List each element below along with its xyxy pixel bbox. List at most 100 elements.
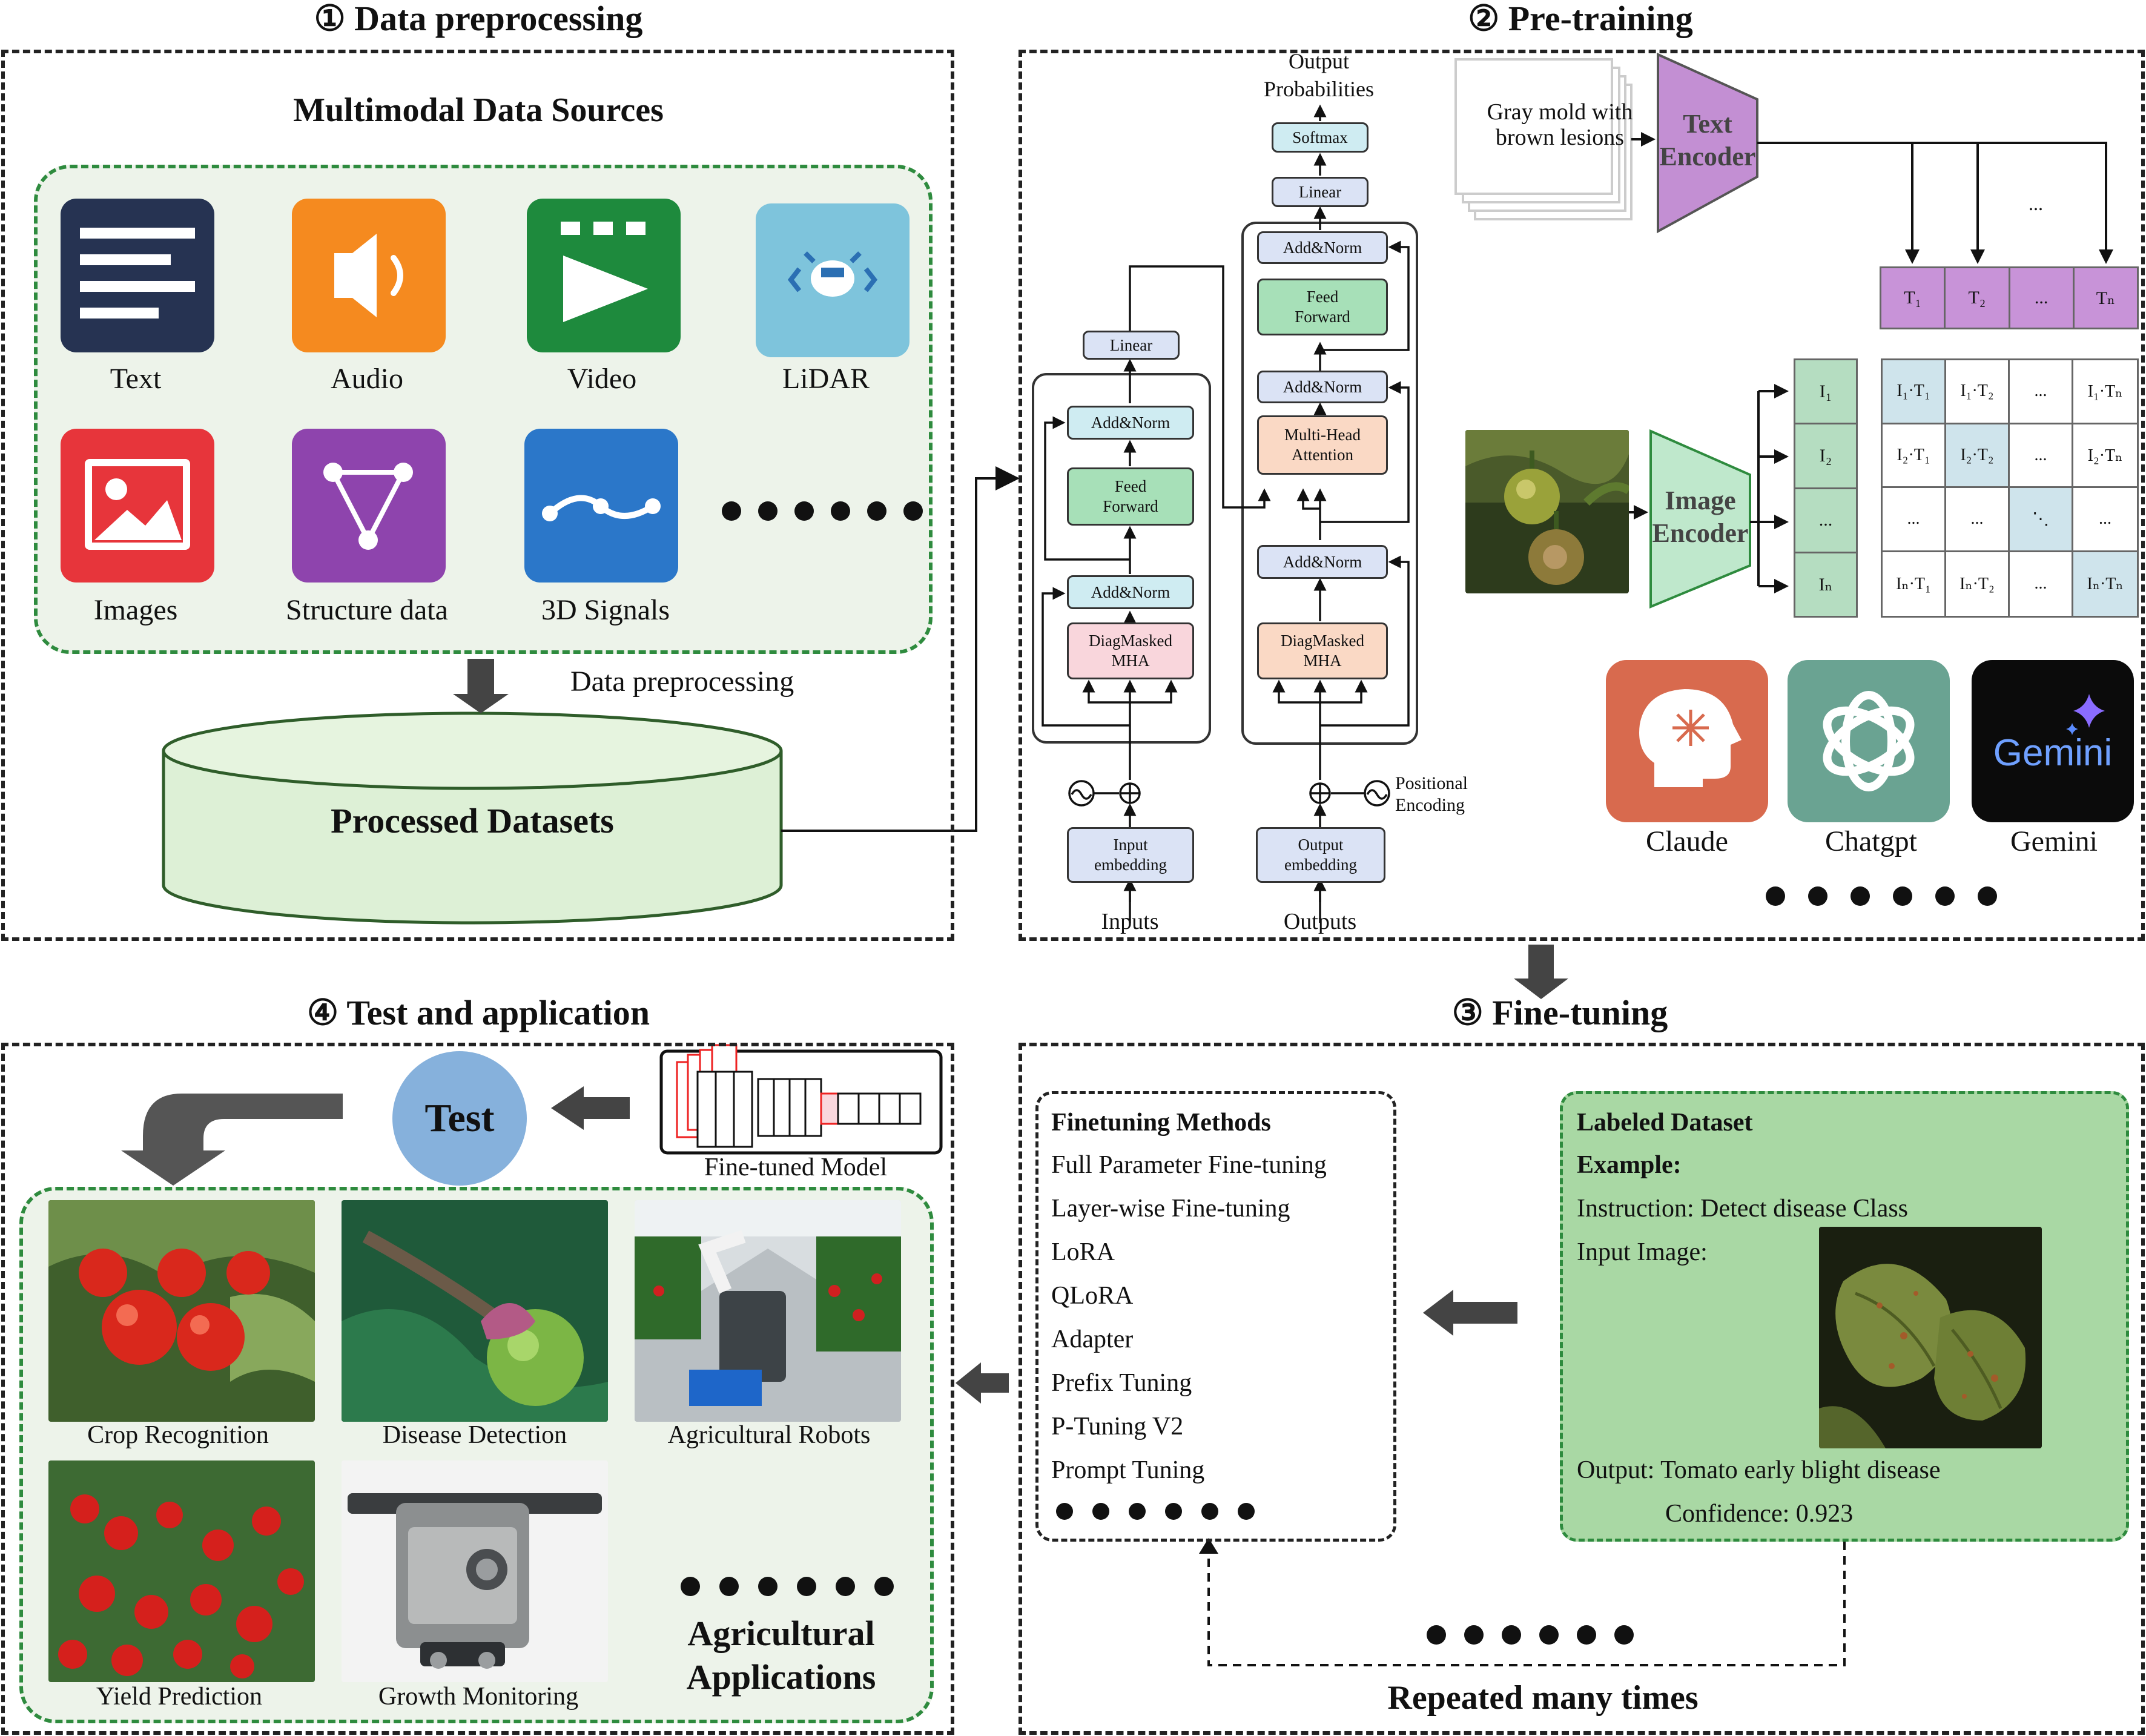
- example-label: Example:: [1577, 1151, 1682, 1179]
- instruction-text: Instruction: Detect disease Class: [1577, 1195, 1909, 1223]
- model-label-claude: Claude: [1646, 825, 1728, 857]
- method-item: Adapter: [1051, 1325, 1134, 1353]
- gemini-logo-icon: Gemini: [1972, 660, 2134, 822]
- image-token: I₁: [1795, 360, 1856, 425]
- encoder-feed-forward: Feed Forward: [1067, 467, 1194, 526]
- matrix-cell: I₁·T₂: [1946, 360, 2010, 424]
- method-item: Prompt Tuning: [1051, 1456, 1205, 1484]
- text-encoder-ellipsis: ...: [2029, 193, 2043, 214]
- decoder-addnorm-1: Add&Norm: [1257, 545, 1388, 579]
- caption-stack: [1454, 58, 1633, 220]
- disease-detection-photo: [342, 1200, 608, 1422]
- encoder-addnorm-1: Add&Norm: [1067, 575, 1194, 609]
- sources-title: Multimodal Data Sources: [293, 91, 664, 129]
- test-circle: Test: [392, 1051, 527, 1186]
- matrix-cell: ...: [2010, 360, 2073, 424]
- app-label-growth: Growth Monitoring: [378, 1683, 579, 1711]
- matrix-cell: Iₙ·T₁: [1883, 552, 1946, 616]
- labeled-dataset-title: Labeled Dataset: [1577, 1109, 1753, 1137]
- test-label: Test: [424, 1096, 495, 1140]
- matrix-cell: ...: [2073, 488, 2137, 552]
- output-text: Output: Tomato early blight disease: [1577, 1456, 1941, 1484]
- image-encoder: [1649, 429, 1751, 609]
- text-embedding-arrows: [1757, 142, 2113, 264]
- source-label-video: Video: [567, 363, 637, 395]
- matrix-cell: I₁·Tₙ: [2073, 360, 2137, 424]
- agricultural-robots-photo: [635, 1200, 901, 1422]
- lidar-icon: [756, 203, 910, 357]
- inputs-label: Inputs: [1101, 909, 1159, 934]
- finetuning-methods-title: Finetuning Methods: [1051, 1109, 1271, 1137]
- matrix-cell: I₂·T₂: [1946, 424, 2010, 488]
- processed-datasets-label: Processed Datasets: [331, 801, 614, 840]
- source-label-3d: 3D Signals: [541, 594, 670, 626]
- growth-monitoring-photo: [342, 1460, 608, 1682]
- left-arrow-model-to-test: [551, 1086, 630, 1130]
- section-title-pretraining: ② Pre-training: [1468, 0, 1693, 38]
- matrix-cell: I₁·T₁: [1883, 360, 1946, 424]
- panel-fine-tuning: [1019, 1043, 2145, 1735]
- image-token-column: I₁ I₂ ... Iₙ: [1794, 358, 1858, 618]
- leaf-disease-photo: [1819, 1227, 2042, 1448]
- method-item: Layer-wise Fine-tuning: [1051, 1195, 1290, 1223]
- image-token: I₂: [1795, 424, 1856, 489]
- source-label-lidar: LiDAR: [782, 363, 870, 395]
- matrix-cell: I₂·T₁: [1883, 424, 1946, 488]
- curved-arrow-test-to-apps: [121, 1094, 343, 1186]
- panel-data-preprocessing: [1, 50, 954, 941]
- source-label-structure: Structure data: [286, 594, 448, 626]
- text-encoder: [1657, 52, 1758, 234]
- output-embedding-block: Output embedding: [1256, 827, 1385, 883]
- matrix-cell: Iₙ·T₂: [1946, 552, 2010, 616]
- matrix-cell: ⋱: [2010, 488, 2073, 552]
- yield-prediction-photo: [48, 1460, 315, 1682]
- image-encoder-label: Image Encoder: [1652, 486, 1749, 548]
- text-token: T₁: [1881, 268, 1946, 328]
- section-title-test: ④ Test and application: [306, 993, 650, 1032]
- matrix-cell: Iₙ·Tₙ: [2073, 552, 2137, 616]
- input-image-label: Input Image:: [1577, 1238, 1708, 1266]
- encoder-addnorm-2: Add&Norm: [1067, 406, 1194, 440]
- down-arrow-preprocess: [453, 659, 509, 713]
- matrix-cell: ...: [2010, 552, 2073, 616]
- positional-encoding-label: Positional Encoding: [1395, 773, 1468, 815]
- chatgpt-logo-icon: [1788, 660, 1950, 822]
- image-embedding-arrows: [1750, 384, 1789, 593]
- left-arrow-dataset-to-methods: [1423, 1290, 1517, 1336]
- text-token: T₂: [1946, 268, 2010, 328]
- app-label-yield: Yield Prediction: [96, 1683, 263, 1711]
- similarity-matrix: I₁·T₁ I₁·T₂ ... I₁·Tₙ I₂·T₁ I₂·T₂ ... I₂…: [1881, 358, 2139, 618]
- fine-tuned-model-drawing: [659, 1044, 943, 1155]
- data-preprocessing-step-label: Data preprocessing: [570, 665, 794, 698]
- section-title-finetuning: ③ Fine-tuning: [1451, 993, 1668, 1032]
- method-item: LoRA: [1051, 1238, 1115, 1266]
- repeat-loop-arrow: [1207, 1542, 1846, 1666]
- fine-tuned-model-label: Fine-tuned Model: [704, 1153, 888, 1181]
- method-item: QLoRA: [1051, 1282, 1134, 1310]
- left-arrow-finetune-to-apps: [956, 1362, 1009, 1404]
- method-item: Prefix Tuning: [1051, 1369, 1192, 1397]
- text-token-row: T₁ T₂ ... Tₙ: [1880, 266, 2139, 329]
- audio-icon: [292, 199, 446, 352]
- matrix-cell: ...: [1883, 488, 1946, 552]
- source-label-images: Images: [93, 594, 178, 626]
- down-arrow-finetune: [1514, 945, 1568, 999]
- crop-recognition-photo: [48, 1200, 315, 1422]
- model-label-chatgpt: Chatgpt: [1825, 825, 1917, 857]
- image-token: Iₙ: [1795, 553, 1856, 616]
- panel-pre-training: [1019, 50, 2145, 941]
- dataset-to-model-arrow: [781, 466, 1020, 832]
- method-item: Full Parameter Fine-tuning: [1051, 1151, 1327, 1179]
- image-token: ...: [1795, 489, 1856, 553]
- decoder-diag-mha: DiagMasked MHA: [1257, 622, 1388, 679]
- softmax-block: Softmax: [1272, 122, 1368, 153]
- dataset-cylinder: [162, 711, 783, 925]
- image-icon: [61, 429, 214, 583]
- agricultural-applications-title: Agricultural Applications: [686, 1614, 876, 1697]
- decoder-addnorm-3: Add&Norm: [1257, 231, 1388, 264]
- gemini-logo-text: Gemini: [1993, 732, 2113, 774]
- outputs-label: Outputs: [1283, 909, 1357, 934]
- matrix-cell: ...: [1946, 488, 2010, 552]
- panel-test-application: [1, 1043, 954, 1735]
